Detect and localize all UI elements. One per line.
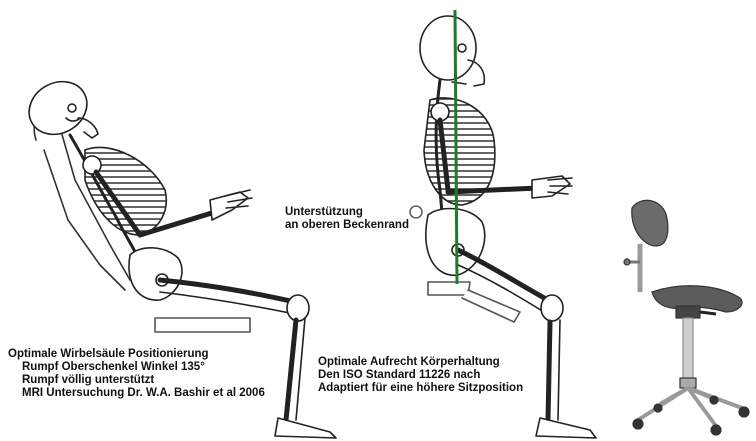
skull — [420, 16, 476, 80]
left-caption: Optimale Wirbelsäule Positionierung Rump… — [8, 348, 265, 400]
label-line: Unterstützung — [285, 206, 409, 219]
caption-line: Optimale Aufrecht Körperhaltung — [318, 356, 523, 369]
chair-backrest — [632, 200, 668, 246]
gas-cylinder — [683, 318, 693, 380]
caption-line: MRI Untersuchung Dr. W.A. Bashir et al 2… — [8, 387, 265, 400]
pelvic-support-label: Unterstützung an oberen Beckenrand — [285, 206, 409, 232]
vertical-alignment-line — [455, 10, 457, 284]
femur — [160, 280, 295, 302]
pelvic-support-marker — [410, 206, 422, 218]
chair-seat — [428, 282, 470, 295]
foot — [536, 418, 596, 438]
tibia — [548, 322, 550, 420]
tibia — [286, 320, 296, 420]
label-line: an oberen Beckenrand — [285, 219, 409, 232]
caption-line: Optimale Wirbelsäule Positionierung — [8, 348, 265, 361]
casters — [633, 396, 749, 435]
caption-line: Rumpf völlig unterstützt — [8, 374, 265, 387]
caption-line: Adaptiert für eine höhere Sitzposition — [318, 382, 523, 395]
saddle-chair — [624, 200, 749, 435]
pelvis — [129, 248, 182, 300]
caption-line: Rumpf Oberschenkel Winkel 135° — [8, 361, 265, 374]
caption-line: Den ISO Standard 11226 nach — [318, 369, 523, 382]
foot — [275, 418, 336, 438]
chair-seat — [155, 318, 250, 332]
middle-caption: Optimale Aufrecht Körperhaltung Den ISO … — [318, 356, 523, 395]
